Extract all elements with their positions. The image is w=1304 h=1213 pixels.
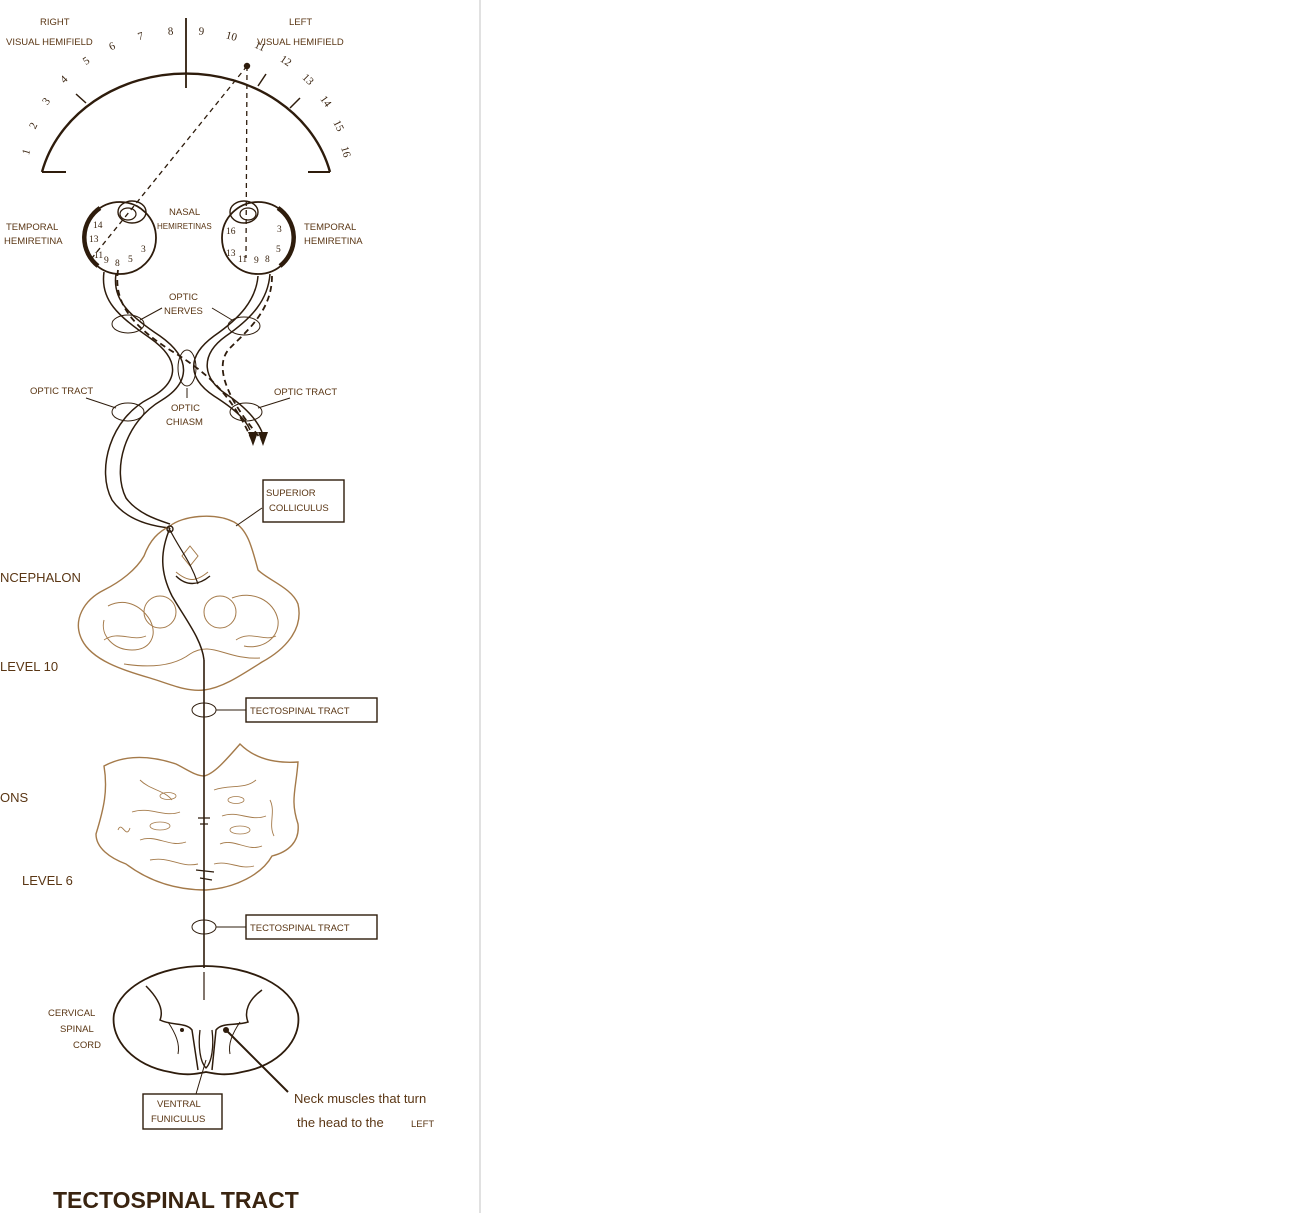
hemifield-number: 2: [27, 121, 40, 131]
optic-chiasm-label-2: CHIASM: [166, 417, 203, 428]
neck-muscles-label-1: Neck muscles that turn: [294, 1091, 426, 1106]
hemifield-number: 8: [167, 25, 174, 37]
hemifield-number: 4: [58, 73, 71, 86]
mesencephalon-label: NCEPHALON: [0, 570, 81, 585]
retina-number: 11: [238, 255, 247, 265]
retina-number: 9: [104, 256, 109, 266]
hemifield-number: 16: [338, 145, 353, 159]
temporal-hemiretina-right-1: TEMPORAL: [304, 222, 356, 233]
projection-ray-to-right-eye: [245, 65, 248, 259]
left-hemifield-label-2: VISUAL HEMIFIELD: [257, 37, 344, 48]
hemifield-number: 1: [20, 148, 33, 157]
hemifield-number: 14: [317, 94, 333, 110]
level-6-label: LEVEL 6: [22, 873, 73, 888]
cervical-label-3: CORD: [73, 1040, 101, 1051]
retina-number: 13: [89, 235, 99, 245]
nasal-hemiretinas-label-1: NASAL: [169, 207, 200, 218]
retina-number: 16: [226, 227, 236, 237]
hemifield-number: 5: [81, 54, 93, 67]
diagram-title: TECTOSPINAL TRACT: [53, 1187, 299, 1213]
neck-muscles-label-left: LEFT: [411, 1119, 434, 1130]
hemifield-number: 11: [252, 39, 267, 54]
retina-number: 8: [265, 255, 270, 265]
retina-number: 9: [254, 256, 259, 266]
optic-tract-left-label: OPTIC TRACT: [30, 386, 93, 397]
cervical-label-2: SPINAL: [60, 1024, 94, 1035]
mesencephalon-section: [77, 515, 300, 692]
optic-tract-right-label: OPTIC TRACT: [274, 387, 337, 398]
tectospinal-lower-label: TECTOSPINAL TRACT: [250, 923, 350, 934]
right-eye: [221, 200, 296, 275]
hemifield-number: 10: [225, 29, 239, 44]
retina-number: 3: [277, 225, 282, 235]
superior-colliculus-label-1: SUPERIOR: [266, 488, 316, 499]
retina-number: 5: [128, 255, 133, 265]
temporal-hemiretina-left-1: TEMPORAL: [6, 222, 58, 233]
level-10-label: LEVEL 10: [0, 659, 58, 674]
hemifield-number: 13: [300, 72, 317, 89]
hemifield-number: 15: [330, 118, 346, 134]
right-hemifield-label-2: VISUAL HEMIFIELD: [6, 37, 93, 48]
hemifield-number: 7: [136, 30, 145, 43]
tectospinal-upper-label: TECTOSPINAL TRACT: [250, 706, 350, 717]
retina-number: 13: [226, 249, 236, 259]
optic-pathway: [85, 269, 291, 529]
pons-section: [95, 742, 299, 891]
ventral-funiculus-label-1: VENTRAL: [157, 1099, 201, 1110]
ventral-funiculus-box: [142, 1093, 223, 1130]
retina-number: 3: [141, 245, 146, 255]
left-hemifield-label-1: LEFT: [289, 17, 312, 28]
right-hemifield-label-1: RIGHT: [40, 17, 70, 28]
tectospinal-lower-box: [245, 914, 378, 940]
optic-nerves-label-2: NERVES: [164, 306, 203, 317]
temporal-hemiretina-left-2: HEMIRETINA: [4, 236, 63, 247]
optic-chiasm-label-1: OPTIC: [171, 403, 200, 414]
retina-number: 14: [93, 221, 103, 231]
cervical-spinal-cord: [112, 965, 300, 1076]
superior-colliculus-pointer: [235, 507, 263, 527]
ventral-funiculus-label-2: FUNICULUS: [151, 1114, 205, 1125]
left-eye: [82, 200, 157, 275]
retina-number: 8: [115, 259, 120, 269]
page-divider: [479, 0, 481, 1213]
hemifield-number: 9: [198, 25, 205, 37]
neck-muscles-label-2: the head to the: [297, 1115, 384, 1130]
cervical-label-1: CERVICAL: [48, 1008, 95, 1019]
tectospinal-upper-box: [245, 697, 378, 723]
hemifield-number: 3: [40, 95, 53, 107]
superior-colliculus-label-2: COLLICULUS: [269, 503, 329, 514]
retina-number: 11: [94, 251, 103, 261]
hemifield-number: 6: [107, 40, 117, 53]
pons-label: ONS: [0, 790, 29, 805]
hemifield-number: 12: [278, 53, 294, 69]
neck-muscle-pointer: [225, 1029, 289, 1093]
ventral-funiculus-pointer: [195, 1059, 207, 1095]
visual-field-arc: [40, 18, 332, 173]
superior-colliculus-box: [262, 479, 345, 523]
retina-number: 5: [276, 245, 281, 255]
optic-nerves-label-1: OPTIC: [169, 292, 198, 303]
temporal-hemiretina-right-2: HEMIRETINA: [304, 236, 363, 247]
nasal-hemiretinas-label-2: HEMIRETINAS: [157, 222, 212, 231]
